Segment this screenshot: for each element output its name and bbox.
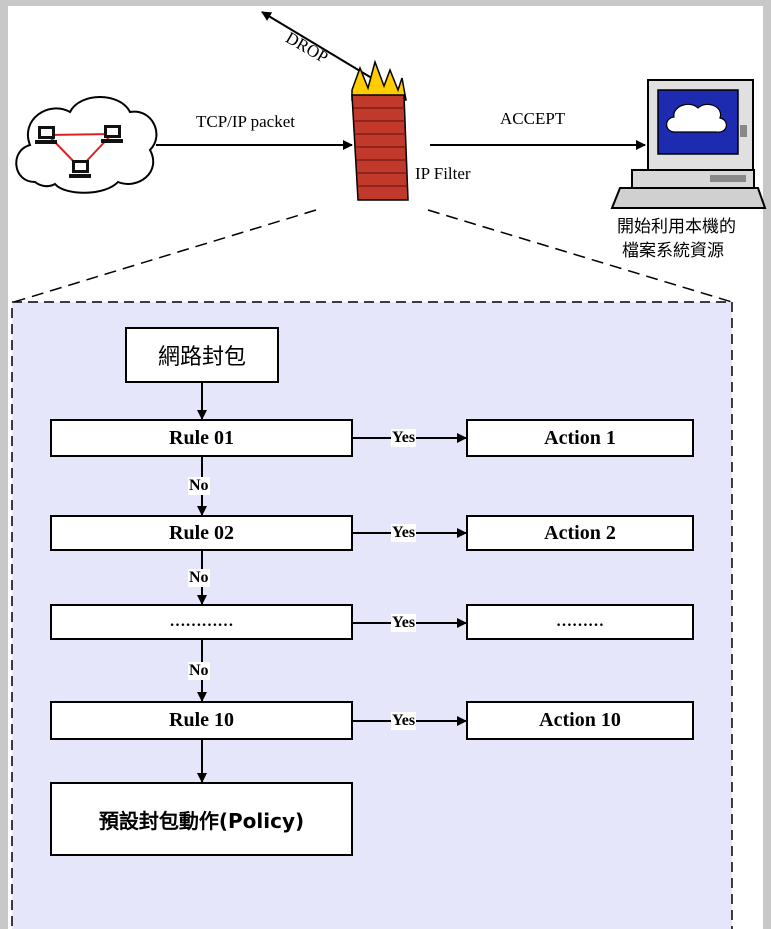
zoom-line-left: [13, 209, 317, 303]
yes-label: Yes: [391, 524, 417, 542]
action-box: Action 1: [466, 419, 694, 457]
action-label: ………: [556, 613, 604, 630]
laptop-icon: [69, 160, 91, 178]
yes-label: Yes: [391, 712, 417, 730]
computer-icon: [610, 79, 767, 209]
network-cloud-icon: [15, 96, 158, 194]
action-box: ………: [466, 604, 694, 640]
policy-label: 預設封包動作(Policy): [98, 808, 305, 833]
rule-label: Rule 02: [169, 521, 234, 544]
action-box: Action 10: [466, 701, 694, 740]
rule-label: Rule 01: [169, 426, 234, 449]
action-label: Action 1: [544, 426, 616, 449]
computer-caption-line1: 開始利用本機的: [617, 217, 736, 237]
yes-label: Yes: [391, 614, 417, 632]
no-label: No: [188, 477, 210, 495]
yes-label: Yes: [391, 429, 417, 447]
frame-border-top: [0, 0, 771, 6]
computer-caption-line2: 檔案系統資源: [622, 241, 724, 261]
laptop-icon: [101, 125, 123, 143]
frame-border-right: [763, 0, 771, 929]
action-box: Action 2: [466, 515, 694, 551]
rule-box: Rule 10: [50, 701, 353, 740]
action-label: Action 10: [539, 709, 621, 731]
rule-box: …………: [50, 604, 353, 640]
rule-box: Rule 02: [50, 515, 353, 551]
no-label: No: [188, 569, 210, 587]
accept-label: ACCEPT: [500, 109, 566, 128]
start-box: 網路封包: [125, 327, 279, 383]
action-label: Action 2: [544, 521, 616, 544]
rule-label: …………: [169, 613, 234, 630]
zoom-line-right: [427, 209, 733, 303]
packet-label: TCP/IP packet: [196, 112, 295, 131]
drop-arrow: [261, 11, 376, 81]
filter-label: IP Filter: [415, 164, 471, 183]
start-label: 網路封包: [157, 345, 246, 370]
rule-label: Rule 10: [169, 709, 234, 731]
rule-box: Rule 01: [50, 419, 353, 457]
policy-box: 預設封包動作(Policy): [50, 782, 353, 856]
no-label: No: [188, 662, 210, 680]
laptop-icon: [35, 126, 57, 144]
firewall-icon: [351, 59, 409, 201]
frame-border-left: [0, 0, 8, 929]
